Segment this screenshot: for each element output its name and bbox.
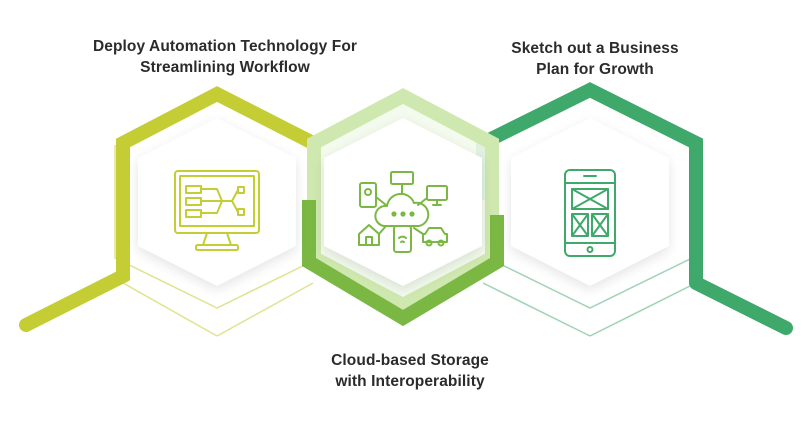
step-3-caption-line-2: Plan for Growth <box>536 61 654 78</box>
inner-tile-1 <box>138 118 296 290</box>
step-1-caption: Deploy Automation Technology For Streaml… <box>40 36 410 78</box>
step-2-caption-line-2: with Interoperability <box>335 373 485 390</box>
inner-tile-3 <box>511 118 669 290</box>
step-1-caption-line-1: Deploy Automation Technology For <box>92 38 358 55</box>
cloud-network-icon <box>358 171 448 253</box>
step-2-caption: Cloud-based Storage with Interoperabilit… <box>260 350 560 392</box>
step-2-caption-line-1: Cloud-based Storage <box>331 352 489 369</box>
mobile-wireframe-icon <box>564 169 616 257</box>
monitor-workflow-icon <box>174 170 260 251</box>
step-3-caption: Sketch out a Business Plan for Growth <box>455 38 735 80</box>
step-3-caption-line-1: Sketch out a Business <box>511 40 679 57</box>
step-1-caption-line-2: Streamlining Workflow <box>140 59 310 76</box>
